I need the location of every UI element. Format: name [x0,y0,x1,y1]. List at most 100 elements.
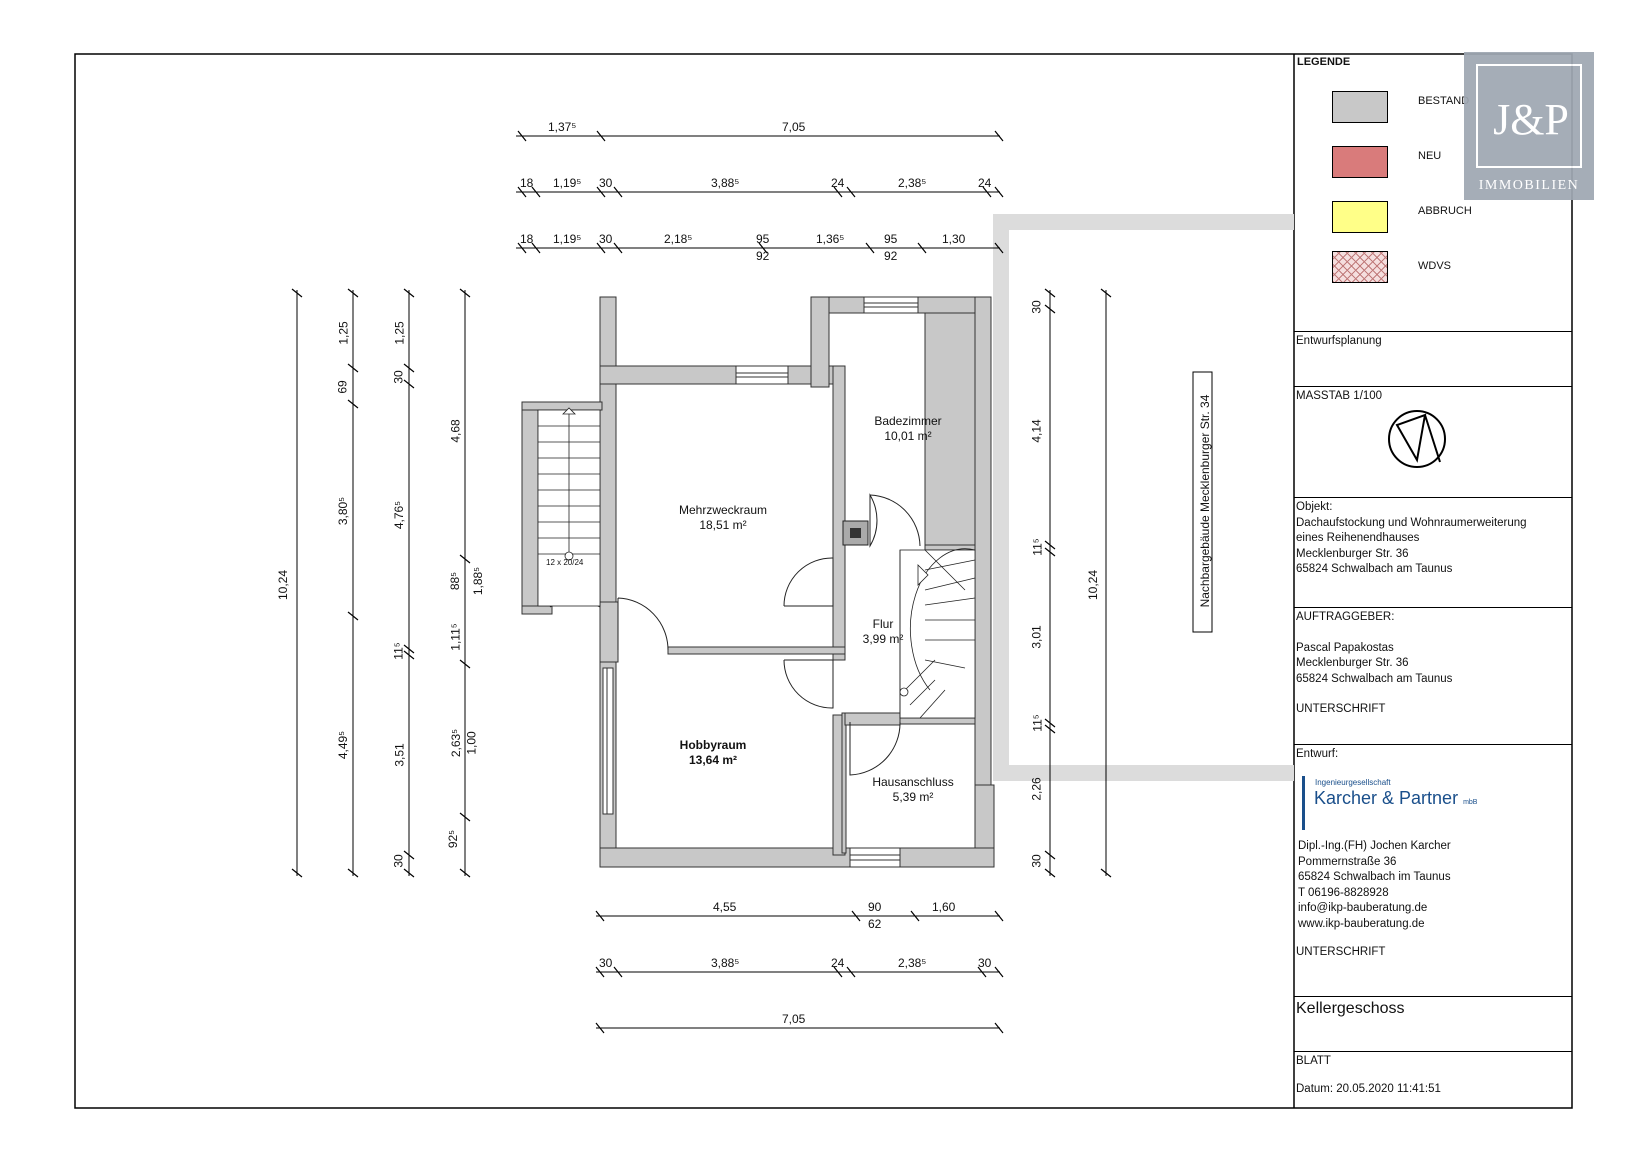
dim-text: 30 [1029,854,1044,868]
dim-text: 1,00 [464,731,479,755]
dim-text: 1,25 [336,321,351,345]
legend-swatch-neu [1332,146,1388,178]
room-flur: Flur 3,99 m² [813,617,953,647]
dim-text: 11⁵ [1030,538,1045,556]
object-line: Dachaufstockung und Wohnraumerweiterung [1296,516,1527,529]
dim-text: 7,05 [782,120,806,134]
firm-address: Dipl.-Ing.(FH) Jochen Karcher Pommernstr… [1298,839,1451,932]
stair-label: 12 x 20/24 [546,558,584,567]
dim-text: 3,51 [392,743,407,767]
jp-immobilien-logo: J&P IMMOBILIEN [1464,52,1594,200]
dim-text: 10,24 [1086,569,1101,601]
dim-text: 4,55 [713,900,737,914]
dim-text: 3,01 [1029,625,1044,649]
firm-city: 65824 Schwalbach im Taunus [1298,871,1451,883]
object-line: Mecklenburger Str. 36 [1296,547,1409,560]
dim-text: 1,19⁵ [553,232,582,246]
room-name: Flur [872,617,894,631]
dim-text: 4,49⁵ [336,730,351,760]
dim-text: 30 [599,176,613,190]
dim-text: 11⁵ [1030,714,1045,732]
legend-swatch-wdvs [1332,251,1388,283]
dim-text: 4,76⁵ [392,500,407,530]
dim-text: 10,24 [276,569,291,601]
legend-title: LEGENDE [1297,56,1351,68]
dim-text: 11⁵ [391,642,406,660]
room-area: 13,64 m² [688,753,738,767]
firm-email: info@ikp-bauberatung.de [1298,902,1428,914]
client-city: 65824 Schwalbach am Taunus [1296,672,1453,685]
firm-name: Karcher & Partner mbB [1314,788,1477,809]
dim-text: 92⁵ [446,829,461,849]
room-badezimmer: Badezimmer 10,01 m² [838,414,978,444]
dim-text: 24 [978,176,992,190]
dim-text: 30 [978,956,992,970]
dim-text: 95 [756,232,770,246]
room-area: 18,51 m² [699,518,747,532]
legend-label-neu: NEU [1418,150,1442,162]
jp-logo-frame: J&P [1476,64,1582,168]
legend-swatch-abbruch [1332,201,1388,233]
dim-text: 95 [884,232,898,246]
straight-stair [537,407,601,607]
firm-suffix: mbB [1463,799,1478,806]
firm-phone: T 06196-8828928 [1298,886,1389,899]
date: Datum: 20.05.2020 11:41:51 [1296,1082,1441,1095]
dim-text: 1,19⁵ [553,176,582,190]
dim-text: 4,14 [1029,419,1044,443]
dim-text: 88⁵ [448,571,463,591]
room-area: 3,99 m² [862,632,904,646]
dim-text: 2,18⁵ [664,232,693,246]
doors [549,493,921,776]
firm-logo-bar [1302,776,1305,830]
planning-phase-panel: Entwurfsplanung [1294,331,1572,386]
room-name: Mehrzweckraum [678,503,768,517]
planning-phase: Entwurfsplanung [1296,335,1382,347]
client-name: Pascal Papakostas [1296,641,1394,654]
legend-label-abbruch: ABBRUCH [1418,205,1472,217]
neighbor-label: Nachbargebäude Mecklenburger Str. 34 [1198,394,1212,608]
dim-text: 2,63⁵ [449,728,464,758]
neighbor-building-wall [993,214,1294,781]
sheet-panel: BLATT Datum: 20.05.2020 11:41:51 [1294,1051,1572,1108]
firm-street: Pommernstraße 36 [1298,855,1397,868]
dim-text: 7,05 [782,1012,806,1026]
room-hausanschluss: Hausanschluss 5,39 m² [843,775,983,805]
firm-web: www.ikp-bauberatung.de [1298,917,1425,930]
firm-small: Ingenieurgesellschaft [1315,778,1391,787]
dim-text: 3,88⁵ [711,956,740,970]
dim-text: 24 [831,176,845,190]
design-panel: Entwurf: [1294,744,1572,996]
room-name: Hausanschluss [872,775,954,789]
dim-text: 3,88⁵ [711,176,740,190]
jp-logo-sub: IMMOBILIEN [1478,178,1580,193]
jp-logo-text: J&P [1493,95,1569,144]
client-label: AUFTRAGGEBER: [1296,611,1395,623]
dim-text: 24 [831,956,845,970]
dim-text: 1,88⁵ [471,566,486,596]
floor-name: Kellergeschoss [1296,1000,1405,1017]
north-arrow [1388,410,1446,468]
dim-text: 18 [520,176,534,190]
object-line: 65824 Schwalbach am Taunus [1296,563,1453,575]
firm-logo: Ingenieurgesellschaft Karcher & Partner … [1302,774,1482,836]
room-area: 5,39 m² [892,790,934,804]
legend-label-bestand: BESTAND [1418,95,1470,107]
windows [602,296,919,868]
dim-text: 1,30 [942,232,966,246]
neighbor-label-box [1192,371,1213,633]
dim-text: 62 [868,917,882,931]
dim-text: 4,68 [448,419,463,443]
dim-text: 30 [391,370,406,384]
dim-text: 30 [599,956,613,970]
dim-text: 92 [884,249,898,263]
design-label: Entwurf: [1296,748,1339,760]
room-area: 10,01 m² [884,429,932,443]
dim-text: 1,37⁵ [548,120,577,134]
scale-panel: MASSTAB 1/100 [1294,386,1572,497]
room-name: Hobbyraum [679,738,747,752]
legend-swatch-bestand [1332,91,1388,123]
dim-text: 69 [335,380,350,394]
walls [521,296,995,868]
